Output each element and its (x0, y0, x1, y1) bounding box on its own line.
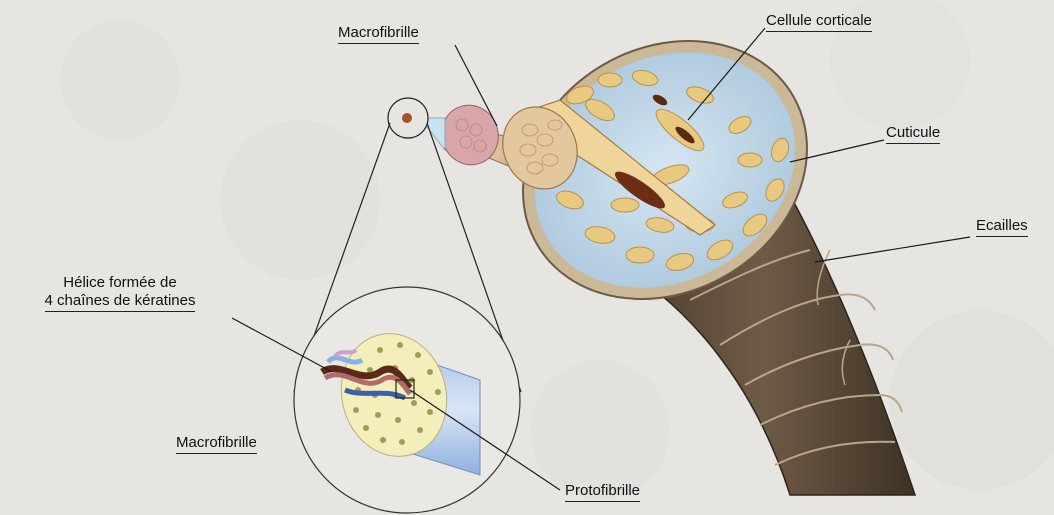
label-macrofibrille-bottom: Macrofibrille (176, 434, 257, 454)
label-helice-line1: Hélice formée de (10, 274, 230, 292)
label-cellule-corticale: Cellule corticale (766, 12, 872, 32)
label-cuticule: Cuticule (886, 124, 940, 144)
label-helice: Hélice formée de 4 chaînes de kératines (10, 274, 230, 312)
magnifier-origin-circle (388, 98, 428, 138)
label-ecailles: Ecailles (976, 217, 1028, 237)
label-helice-line2: 4 chaînes de kératines (45, 292, 196, 312)
label-protofibrille: Protofibrille (565, 482, 640, 502)
magnified-view-circle (294, 287, 520, 513)
label-macrofibrille-top: Macrofibrille (338, 24, 419, 44)
